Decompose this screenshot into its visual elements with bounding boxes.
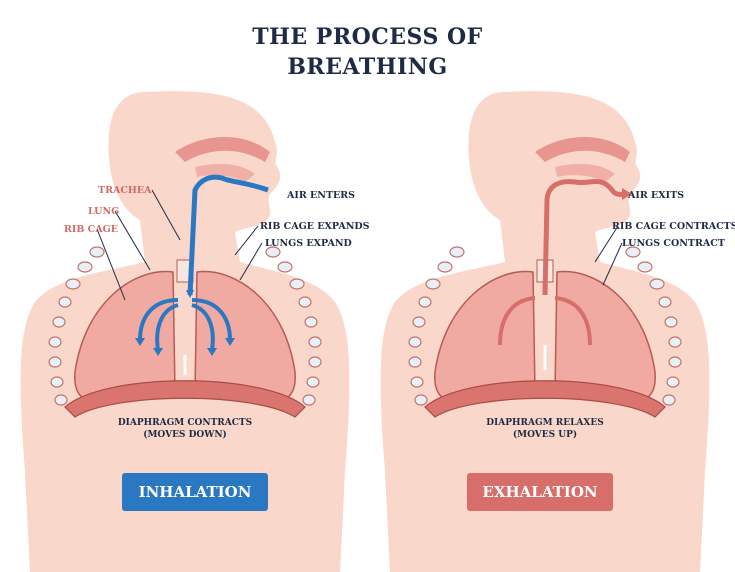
page-title: THE PROCESS OF BREATHING [0,22,735,82]
caption-exhalation: DIAPHRAGM RELAXES (MOVES UP) [460,417,630,441]
caption-inhalation: DIAPHRAGM CONTRACTS (MOVES DOWN) [100,417,270,441]
label-lung: LUNG [88,206,120,217]
exhalation-figure [379,90,711,572]
label-lungs-expand: LUNGS EXPAND [265,238,352,249]
caption-line-2: (MOVES UP) [512,430,578,440]
label-trachea: TRACHEA [98,185,152,196]
caption-line-2: (MOVES DOWN) [143,430,227,440]
inhalation-badge: INHALATION [122,473,268,511]
title-line-1: THE PROCESS OF [252,24,483,50]
label-rib-cage: RIB CAGE [64,224,118,235]
label-air-enters: AIR ENTERS [287,190,356,201]
label-rib-cage-expands: RIB CAGE EXPANDS [260,221,370,232]
caption-line-1: DIAPHRAGM CONTRACTS [117,418,253,428]
caption-line-1: DIAPHRAGM RELAXES [486,418,604,428]
label-lungs-contract: LUNGS CONTRACT [622,238,725,249]
inhalation-figure [19,90,351,572]
label-air-exits: AIR EXITS [628,190,685,201]
lung-air-arrows [138,298,232,351]
label-rib-cage-contracts: RIB CAGE CONTRACTS [612,221,735,232]
air-out-arrow [542,179,626,296]
lung-air-arrows-out [498,296,592,346]
air-in-arrow [187,174,269,296]
title-line-2: BREATHING [287,54,448,80]
exhalation-badge: EXHALATION [467,473,613,511]
